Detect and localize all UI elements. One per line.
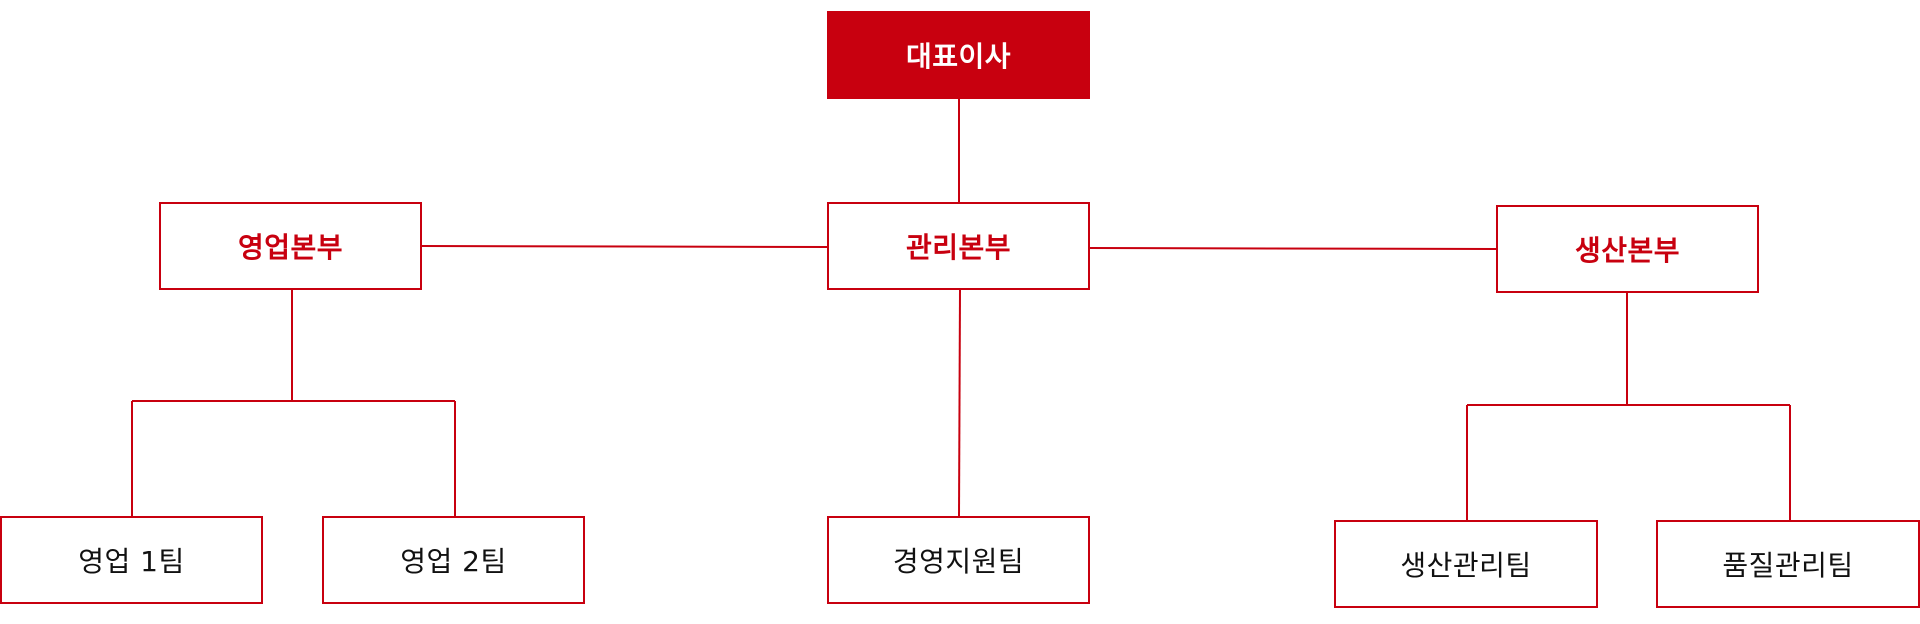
node-team-sales-2-label: 영업 2팀 bbox=[400, 545, 507, 578]
node-division-admin: 관리본부 bbox=[827, 202, 1090, 290]
node-team-quality-management-label: 품질관리팀 bbox=[1722, 549, 1854, 582]
node-division-admin-label: 관리본부 bbox=[905, 231, 1012, 264]
node-division-sales: 영업본부 bbox=[159, 202, 422, 290]
node-team-sales-2: 영업 2팀 bbox=[322, 516, 585, 604]
node-team-quality-management: 품질관리팀 bbox=[1656, 520, 1920, 608]
node-team-management-support-label: 경영지원팀 bbox=[892, 545, 1025, 578]
node-ceo-label: 대표이사 bbox=[905, 40, 1012, 73]
connector-admin-production bbox=[1089, 247, 1497, 250]
node-team-management-support: 경영지원팀 bbox=[827, 516, 1090, 604]
node-division-production: 생산본부 bbox=[1496, 205, 1759, 293]
connector-sales-admin bbox=[421, 245, 828, 248]
node-team-sales-1-label: 영업 1팀 bbox=[78, 545, 185, 578]
connector-admin-down bbox=[958, 289, 961, 517]
node-ceo: 대표이사 bbox=[827, 11, 1090, 99]
node-team-production-management-label: 생산관리팀 bbox=[1400, 549, 1532, 582]
node-team-production-management: 생산관리팀 bbox=[1334, 520, 1598, 608]
node-team-sales-1: 영업 1팀 bbox=[0, 516, 263, 604]
node-division-sales-label: 영업본부 bbox=[237, 231, 344, 264]
node-division-production-label: 생산본부 bbox=[1574, 234, 1681, 267]
